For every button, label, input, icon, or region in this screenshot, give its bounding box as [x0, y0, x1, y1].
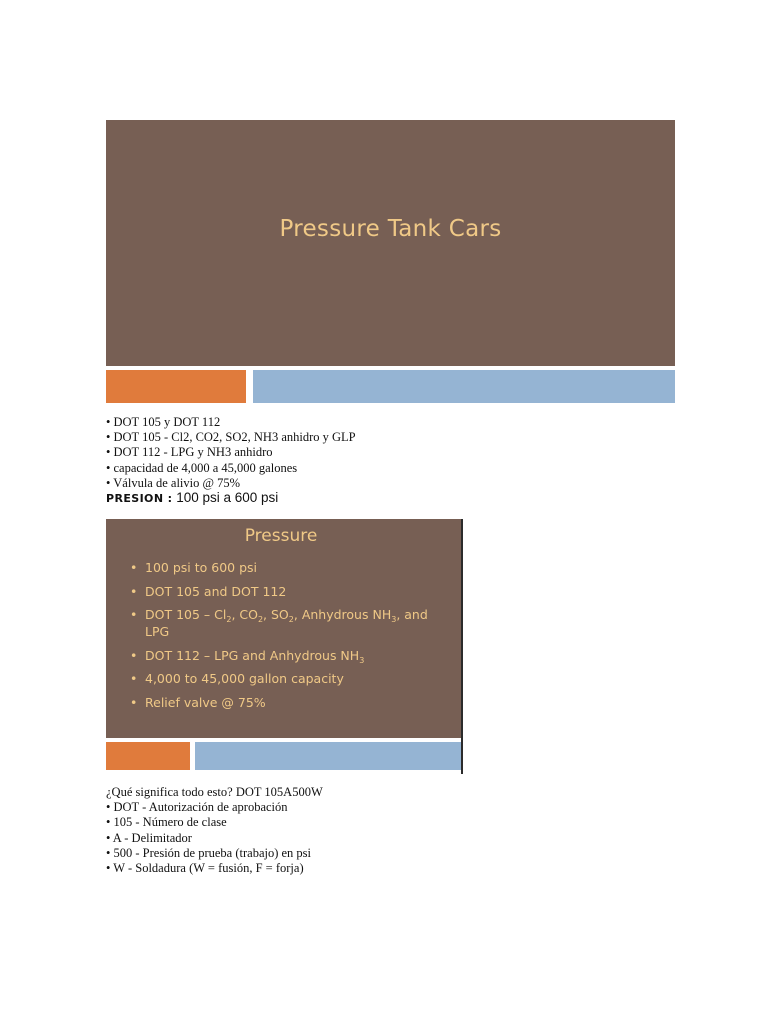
- slide-bullet-list: •100 psi to 600 psi •DOT 105 and DOT 112…: [130, 559, 450, 717]
- bullet-icon: •: [130, 671, 138, 686]
- spanish-notes-list: • DOT 105 y DOT 112 • DOT 105 - Cl2, CO2…: [106, 415, 356, 491]
- slide-pressure: Pressure •100 psi to 600 psi •DOT 105 an…: [106, 519, 463, 738]
- list-item: • 500 - Presión de prueba (trabajo) en p…: [106, 845, 312, 860]
- slide-pressure-tank-cars: Pressure Tank Cars: [106, 120, 675, 366]
- bullet-icon: •: [130, 694, 138, 710]
- slide-title: Pressure: [244, 526, 318, 546]
- slide-bullet-item: •4,000 to 45,000 gallon capacity: [130, 671, 344, 686]
- dot-code-explanation-list: ¿Qué significa todo esto? DOT 105A500W •…: [106, 785, 323, 876]
- bullet-icon: •: [130, 583, 138, 599]
- bullet-icon: •: [130, 647, 138, 663]
- list-item: • 105 - Número de clase: [106, 815, 227, 830]
- slide-accent-bar-blue: [253, 370, 675, 403]
- slide-accent-bar-orange: [106, 370, 246, 403]
- list-item: • DOT 112 - LPG y NH3 anhidro: [106, 445, 273, 460]
- list-item: • capacidad de 4,000 a 45,000 galones: [106, 460, 298, 475]
- list-item: • W - Soldadura (W = fusión, F = forja): [106, 861, 304, 876]
- list-item: • DOT - Autorización de aprobación: [106, 800, 288, 815]
- slide-accent-bar-blue: [195, 742, 461, 770]
- presion-value: 100 psi a 600 psi: [172, 490, 279, 505]
- list-item: • A - Delimitador: [106, 830, 192, 845]
- list-item: • DOT 105 y DOT 112: [106, 415, 221, 429]
- list-item: • DOT 105 - Cl2, CO2, SO2, NH3 anhidro y…: [106, 430, 356, 445]
- bullet-icon: •: [130, 560, 138, 575]
- slide-bullet-item: •100 psi to 600 psi: [130, 560, 257, 575]
- slide-bullet-item: •DOT 105 – Cl2, CO2, SO2, Anhydrous NH3,…: [130, 607, 428, 639]
- presion-line: PRESION : 100 psi a 600 psi: [106, 490, 278, 506]
- list-item: ¿Qué significa todo esto? DOT 105A500W: [106, 785, 323, 799]
- slide-bullet-item: •DOT 112 – LPG and Anhydrous NH3: [130, 647, 365, 665]
- slide-bullet-item: •DOT 105 and DOT 112: [130, 583, 287, 599]
- slide-accent-bar-orange: [106, 742, 190, 770]
- slide-border-edge: [461, 738, 463, 774]
- slide-bullet-item: •Relief valve @ 75%: [130, 694, 266, 710]
- list-item: • Válvula de alivio @ 75%: [106, 475, 241, 490]
- bullet-icon: •: [130, 607, 138, 622]
- presion-label: PRESION :: [106, 492, 173, 505]
- slide-title: Pressure Tank Cars: [279, 216, 502, 242]
